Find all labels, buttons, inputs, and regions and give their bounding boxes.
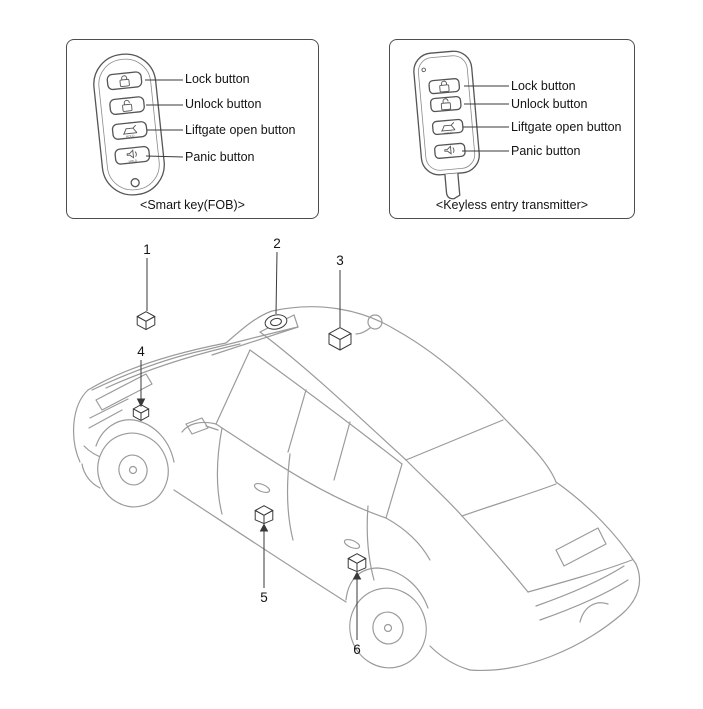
label-liftgate-button: Liftgate open button: [185, 123, 296, 137]
callout-number-5: 5: [260, 590, 268, 605]
label-unlock-button: Unlock button: [511, 97, 588, 111]
component-marker-1: [136, 311, 156, 331]
svg-text:HOLD: HOLD: [128, 159, 138, 164]
leader-lines: [462, 85, 509, 152]
component-marker-4: [132, 404, 150, 421]
keyless-fob: HOLD: [413, 50, 480, 200]
component-marker-6: [347, 553, 367, 573]
led-indicator: [421, 67, 426, 73]
label-panic-button: Panic button: [185, 150, 255, 164]
callout-number-2: 2: [273, 236, 281, 251]
unlock-icon: [122, 99, 133, 112]
keyless-caption: <Keyless entry transmitter>: [435, 198, 589, 212]
callout-arrow-4: [136, 398, 146, 408]
label-lock-button: Lock button: [185, 72, 250, 86]
component-marker-5: [254, 505, 274, 525]
component-marker-2: [264, 314, 288, 330]
lock-icon: [119, 75, 130, 88]
unlock-icon: [440, 98, 452, 111]
callout-line-2: [275, 251, 278, 315]
callout-number-1: 1: [143, 242, 151, 257]
lock-button-shape: [106, 71, 143, 91]
callout-number-4: 4: [137, 344, 145, 359]
panic-button-shape: [434, 142, 466, 159]
front-wheel: [97, 432, 169, 508]
panic-icon: HOLD: [126, 149, 138, 164]
label-lock-button: Lock button: [511, 79, 576, 93]
callout-number-3: 3: [336, 253, 344, 268]
smart-key-illustration: HOLD HOLD: [93, 53, 184, 196]
liftgate-icon: HOLD: [441, 122, 456, 136]
component-markers: [132, 311, 367, 573]
smart-key-panel: HOLD HOLD Lock button Unlock button Lift…: [66, 39, 319, 219]
lock-icon: [439, 80, 450, 93]
panic-button-shape: [114, 145, 151, 165]
liftgate-button-shape: [431, 118, 464, 136]
callout-number-6: 6: [353, 642, 361, 657]
rear-wheel: [349, 587, 427, 669]
vehicle-illustration: [73, 306, 641, 672]
fob-inner-outline: [418, 55, 476, 171]
label-unlock-button: Unlock button: [185, 97, 262, 111]
callout-arrow-5: [259, 523, 269, 532]
leader-lines: [145, 79, 184, 158]
fob-inner-outline: [98, 58, 160, 191]
svg-text:HOLD: HOLD: [126, 134, 136, 139]
label-panic-button: Panic button: [511, 144, 581, 158]
label-liftgate-button: Liftgate open button: [511, 120, 622, 134]
callout-lines: [136, 251, 362, 640]
panic-icon: [444, 145, 455, 155]
keyless-transmitter-illustration: HOLD: [413, 50, 509, 200]
lanyard-hole: [130, 178, 140, 188]
smart-key-caption: <Smart key(FOB)>: [140, 198, 245, 212]
component-marker-3: [328, 327, 352, 351]
liftgate-button-shape: [111, 121, 148, 140]
callout-arrow-6: [352, 571, 362, 580]
keyless-transmitter-panel: HOLD Lock button Unlock button Liftgate …: [389, 39, 635, 219]
unlock-button-shape: [429, 95, 462, 113]
liftgate-icon: HOLD: [122, 124, 138, 139]
key-blade: [444, 173, 461, 200]
unlock-button-shape: [109, 96, 145, 115]
lock-button-shape: [428, 78, 461, 95]
smart-key-fob: HOLD HOLD: [93, 53, 165, 196]
svg-text:HOLD: HOLD: [444, 131, 454, 136]
